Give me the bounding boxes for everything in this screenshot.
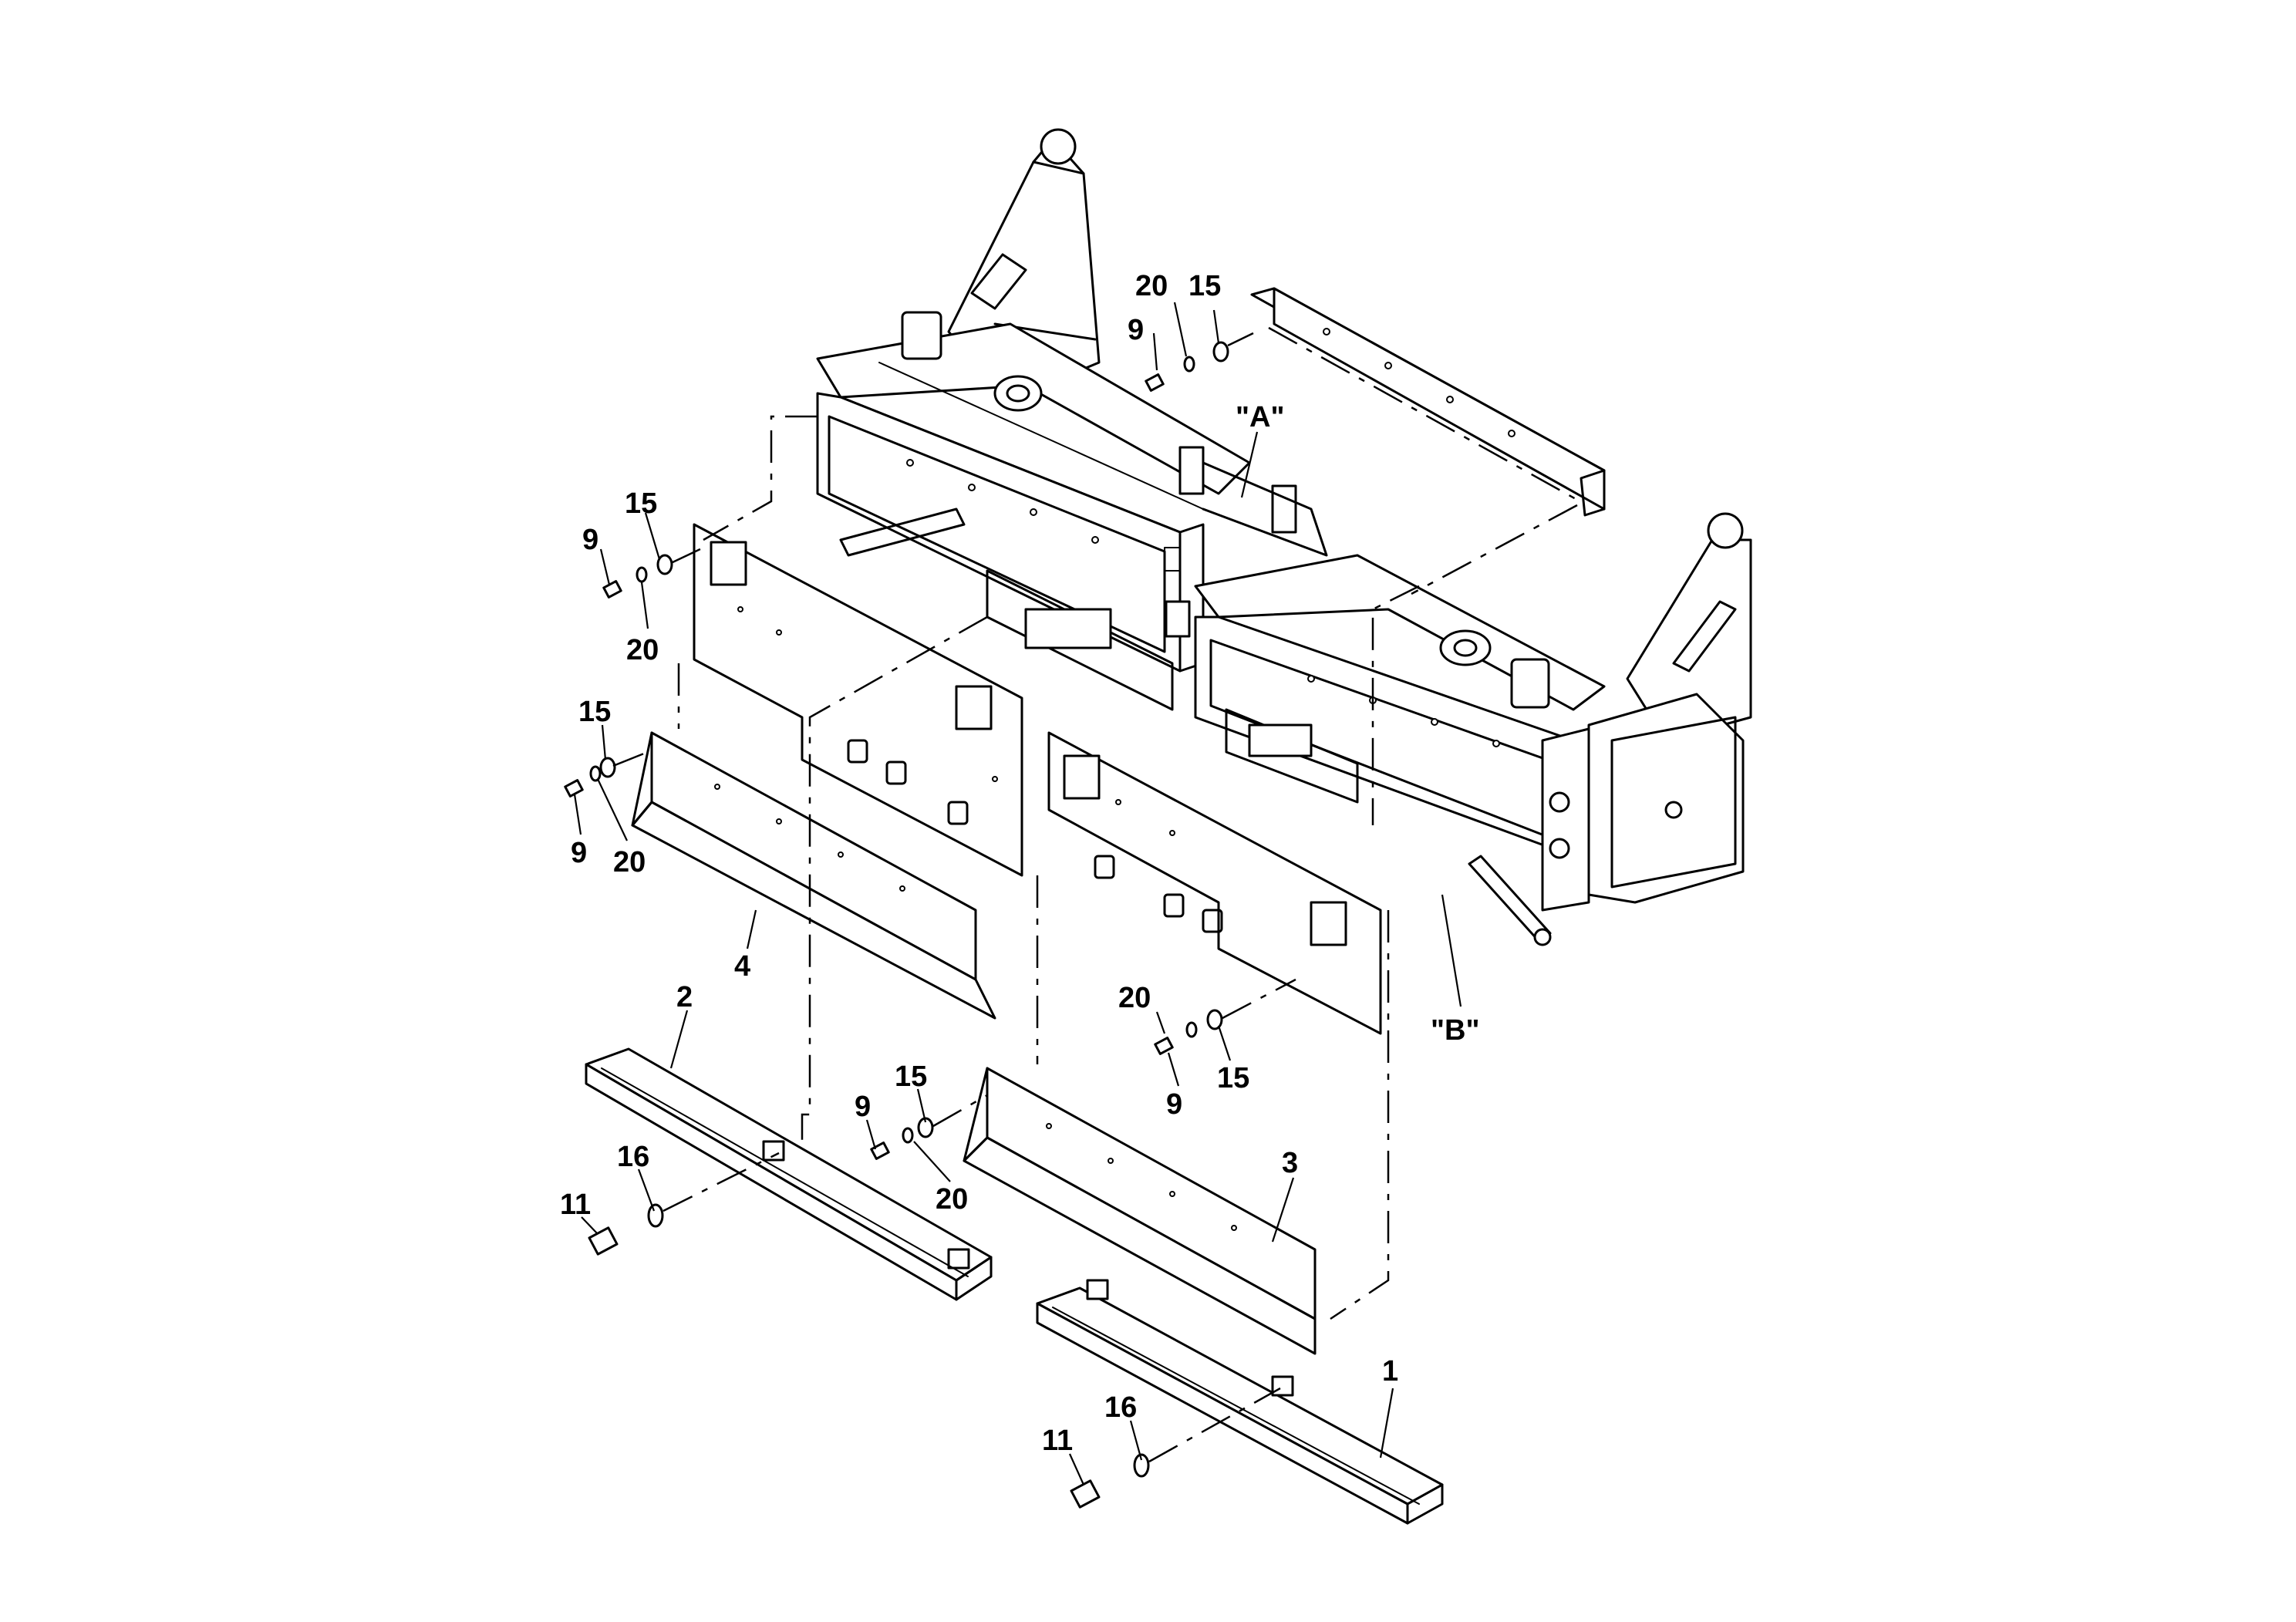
callout-9-upper-left: 9: [582, 524, 598, 556]
callout-9-center: 9: [855, 1091, 871, 1123]
deflector-part-3: [963, 1067, 1317, 1355]
deflector-part-4: [631, 731, 996, 1020]
callout-16-right: 16: [1104, 1391, 1137, 1424]
side-plate-center: [1047, 731, 1382, 1035]
side-plate-upper-left: [693, 523, 1023, 877]
callout-20-top: 20: [1135, 270, 1168, 302]
callout-labels: "A" "B" 9 20 15 15 9 20 15 9 20 4 2 20 1…: [560, 270, 1479, 1457]
callout-15-middle-right: 15: [1217, 1062, 1249, 1094]
callout-9-middle-left: 9: [571, 837, 587, 869]
fastener-set-middle-right: [1154, 1009, 1223, 1055]
fastener-set-upper-left: [602, 554, 673, 599]
fastener-set-lower-right: [1070, 1453, 1150, 1509]
view-label-b: "B": [1431, 1014, 1479, 1047]
callout-leaders: [573, 302, 1462, 1485]
callout-16-left: 16: [617, 1141, 649, 1173]
callout-15-top: 15: [1188, 270, 1221, 302]
fastener-set-middle-left: [564, 757, 616, 798]
callout-20-upper-left: 20: [626, 634, 659, 666]
callout-4: 4: [734, 950, 750, 983]
callout-11-left: 11: [560, 1189, 591, 1221]
view-label-a: "A": [1236, 401, 1284, 433]
fastener-set-lower-left: [588, 1203, 664, 1256]
assembly-centerlines: [612, 326, 1578, 1463]
fastener-set-center: [870, 1117, 934, 1160]
callout-1: 1: [1382, 1355, 1398, 1388]
callout-15-center: 15: [895, 1061, 927, 1093]
callout-15-upper-left: 15: [625, 487, 657, 520]
callout-3: 3: [1282, 1147, 1298, 1179]
fastener-set-top: [1145, 341, 1229, 392]
callout-15-middle-left: 15: [578, 696, 611, 728]
callout-20-middle-right: 20: [1118, 982, 1151, 1014]
tray-part-2: [585, 1047, 993, 1301]
main-frame-left-module: [816, 128, 1328, 711]
callout-20-middle-left: 20: [613, 846, 646, 878]
callout-2: 2: [676, 981, 693, 1013]
callout-20-center: 20: [936, 1183, 968, 1216]
tray-part-1: [1036, 1279, 1444, 1525]
main-frame-right-module: [1194, 512, 1752, 946]
callout-11-right: 11: [1042, 1425, 1073, 1457]
callout-9-top: 9: [1128, 314, 1144, 346]
top-cover-angle-panel: [1250, 287, 1606, 517]
callout-9-middle-right: 9: [1166, 1088, 1182, 1121]
